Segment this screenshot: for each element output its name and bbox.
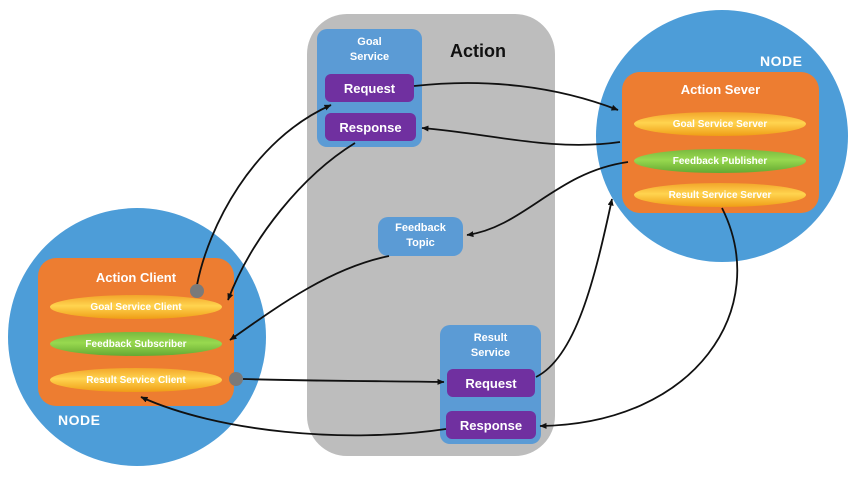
- action-area-title: Action: [450, 41, 506, 61]
- goal-service-server-label: Goal Service Server: [672, 118, 768, 130]
- result-service-server-label: Result Service Server: [668, 189, 772, 201]
- action-client-box: Action Client Goal Service Client Feedba…: [38, 258, 234, 406]
- result-service-client-pill: Result Service Client: [50, 368, 222, 392]
- goal-service-server-pill: Goal Service Server: [634, 112, 806, 136]
- server-node-label: NODE: [760, 53, 803, 69]
- feedback-subscriber-label: Feedback Subscriber: [85, 338, 187, 350]
- feedback-subscriber-pill: Feedback Subscriber: [50, 332, 222, 356]
- result-response-button: Response: [446, 411, 536, 439]
- result-service-client-label: Result Service Client: [86, 374, 186, 386]
- feedback-topic-title: Feedback Topic: [395, 222, 446, 249]
- result-service-box: Result Service Request Response: [440, 325, 541, 444]
- goal-service-client-pill: Goal Service Client: [50, 295, 222, 319]
- result-service-title: Result Service: [470, 332, 511, 359]
- goal-request-button: Request: [325, 74, 414, 102]
- action-client-title: Action Client: [95, 270, 177, 285]
- action-server-box: Action Sever Goal Service Server Feedbac…: [622, 72, 819, 213]
- feedback-publisher-label: Feedback Publisher: [672, 155, 768, 167]
- client-node-label: NODE: [58, 412, 101, 428]
- action-server-title: Action Sever: [680, 82, 761, 97]
- feedback-topic-box: Feedback Topic: [378, 217, 463, 256]
- result-service-server-pill: Result Service Server: [634, 183, 806, 207]
- feedback-publisher-pill: Feedback Publisher: [634, 149, 806, 173]
- goal-service-box: Goal Service Request Response: [317, 29, 422, 147]
- goal-response-button: Response: [325, 113, 416, 141]
- goal-service-client-label: Goal Service Client: [90, 301, 182, 313]
- result-request-button: Request: [447, 369, 535, 397]
- goal-service-title: Goal Service: [349, 36, 390, 63]
